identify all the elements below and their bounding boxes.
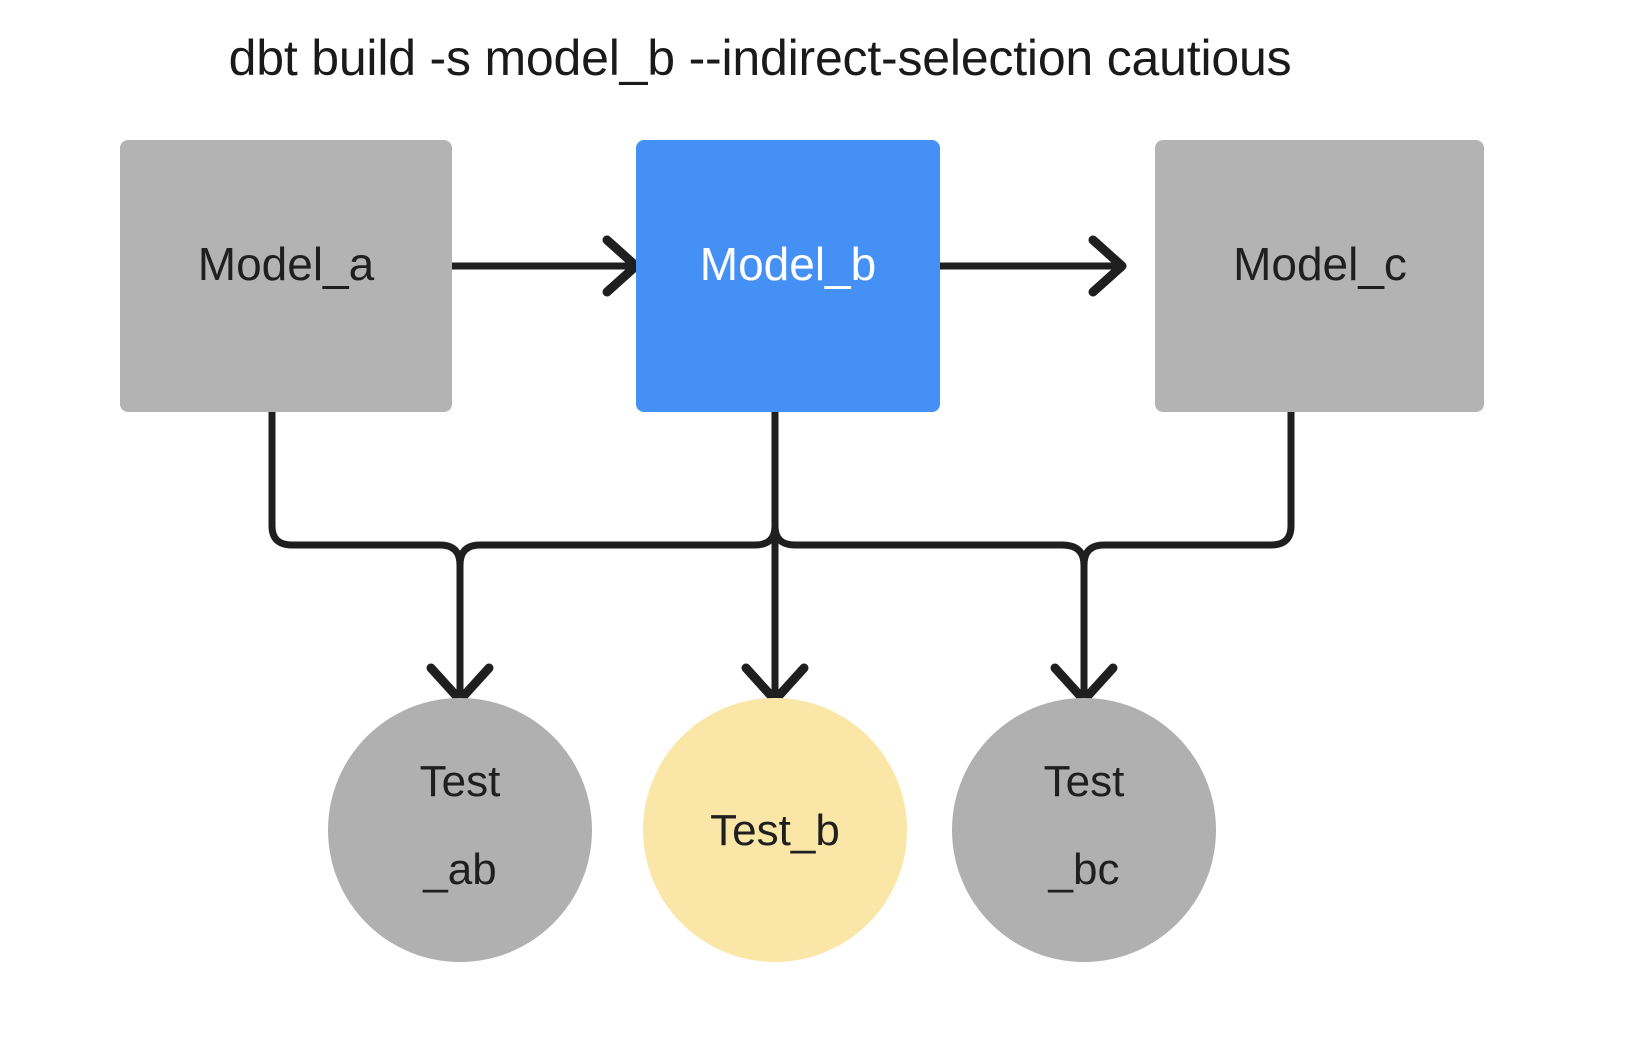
- node-model-a-label: Model_a: [198, 238, 375, 290]
- edge-model-c-to-test-bc: [1104, 410, 1295, 549]
- edge-model-a-to-test-ab: [268, 410, 440, 549]
- node-model-c[interactable]: Model_c: [1155, 140, 1484, 412]
- node-model-a[interactable]: Model_a: [120, 140, 452, 412]
- node-model-b[interactable]: Model_b: [636, 140, 940, 412]
- edge-model-b-to-model-c: [940, 235, 1127, 297]
- edge-model-b-to-test-bc: [771, 440, 1062, 549]
- node-model-c-label: Model_c: [1233, 238, 1407, 290]
- node-test-ab[interactable]: Test _ab: [328, 698, 592, 962]
- node-model-b-label: Model_b: [700, 238, 876, 290]
- node-test-bc[interactable]: Test _bc: [952, 698, 1216, 962]
- page-title: dbt build -s model_b --indirect-selectio…: [229, 30, 1292, 86]
- edge-bus-drop-test-ab: [426, 541, 494, 705]
- node-test-bc-label-line1: Test: [1044, 757, 1125, 806]
- node-test-b[interactable]: Test_b: [643, 698, 907, 962]
- node-test-ab-label-line2: _ab: [422, 845, 496, 894]
- edge-bus-drop-test-bc: [1050, 541, 1118, 705]
- node-test-b-label: Test_b: [710, 806, 840, 855]
- node-test-ab-label-line1: Test: [420, 757, 501, 806]
- edge-model-a-to-model-b: [452, 235, 641, 297]
- edge-model-b-to-test-ab: [480, 440, 779, 549]
- node-test-bc-label-line2: _bc: [1048, 845, 1120, 894]
